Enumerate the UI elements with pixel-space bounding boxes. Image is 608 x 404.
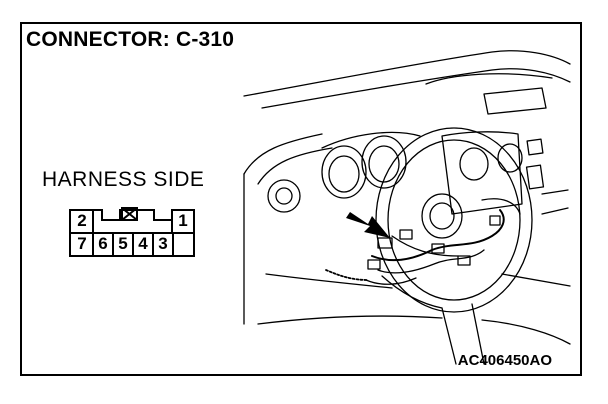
pin-label-4: 4 [138,234,148,253]
gauge-left [321,145,367,199]
harness-side-label: HARNESS SIDE [42,168,205,191]
pointer-arrow [346,212,390,238]
connector-title: CONNECTOR: C-310 [26,28,235,51]
pin-label-1: 1 [178,211,188,230]
dashboard-illustration [243,50,571,365]
connector-face-drawing [69,207,195,257]
left-vent [267,179,301,213]
center-knob [459,147,489,181]
pin-label-6: 6 [98,234,108,253]
wiring-harness [371,209,505,262]
gauge-right [361,135,407,189]
pin-label-5: 5 [118,234,128,253]
connector-c310-location [377,237,393,249]
pin-label-7: 7 [77,234,87,253]
center-display [483,87,547,115]
pin-label-2: 2 [77,211,87,230]
steering-wheel [375,127,533,313]
steering-hub [421,193,463,239]
diagram-frame: CONNECTOR: C-310 HARNESS SIDE AC406450AO… [20,22,582,376]
dash-top-edge [243,50,571,97]
pin-label-3: 3 [158,234,168,253]
figure-code: AC406450AO [457,352,552,369]
